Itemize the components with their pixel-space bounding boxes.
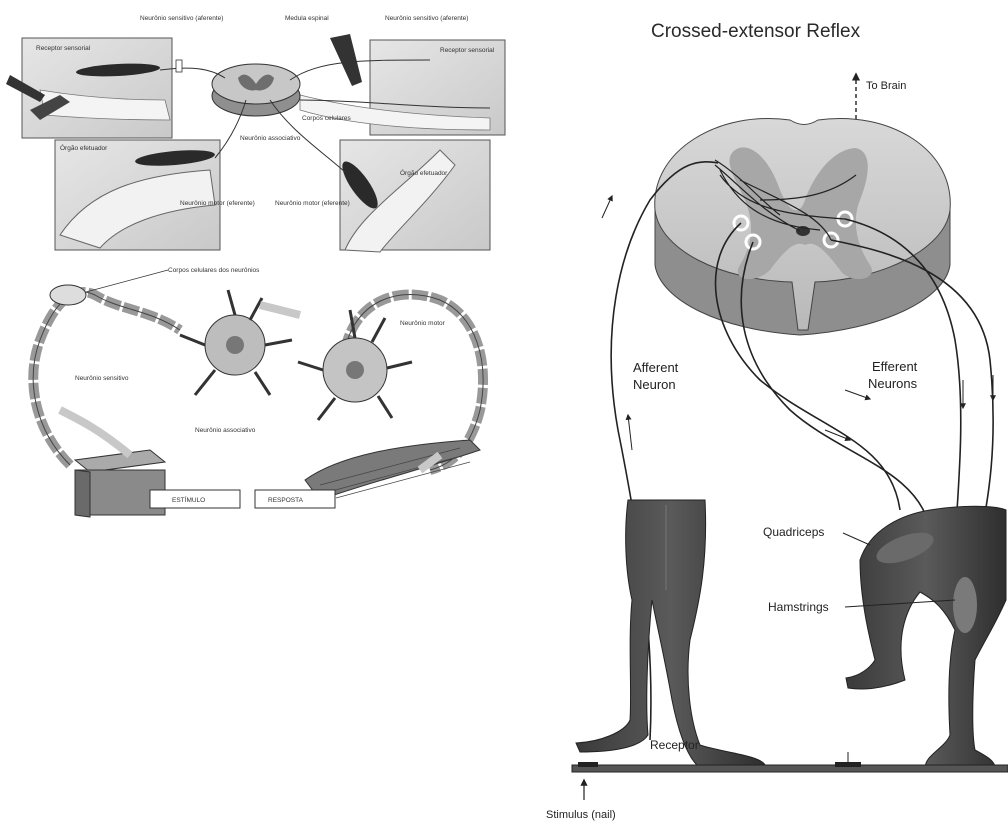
stimulus-box-label: ESTÍMULO	[172, 495, 205, 504]
afferent-label-2: Neuron	[633, 377, 676, 392]
label-spinal-cord: Medula espinal	[285, 15, 329, 22]
label-sensory-receptor-1: Receptor sensorial	[36, 45, 91, 52]
label-effector-organ-1: Órgão efetuador	[60, 143, 108, 152]
efferent-label-2: Neurons	[868, 376, 918, 391]
crossed-extensor-diagram: Crossed-extensor Reflex To Brain	[546, 21, 1008, 821]
label-associative-neuron-2: Neurônio associativo	[195, 427, 256, 434]
response-box-label: RESPOSTA	[268, 497, 304, 504]
ganglion-marker	[176, 60, 182, 72]
stimulus-nail-mark	[578, 762, 598, 767]
hamstrings-label: Hamstrings	[768, 600, 829, 614]
right-leg	[846, 506, 1006, 768]
sensory-cell-body	[50, 285, 86, 305]
left-leg	[576, 500, 765, 768]
stimulus-label: Stimulus (nail)	[546, 809, 616, 821]
quadriceps-leader	[843, 533, 870, 545]
afferent-label: Afferent	[633, 360, 679, 375]
label-associative-neuron: Neurônio associativo	[240, 135, 301, 142]
label-effector-organ-2: Órgão efetuador	[400, 168, 448, 177]
impulse-arrow-top	[260, 305, 300, 315]
efferent-label: Efferent	[872, 359, 918, 374]
label-motor-neuron: Neurônio motor	[400, 320, 446, 327]
stimulus-arrow	[60, 410, 130, 455]
efferent-arrow-1	[845, 390, 870, 399]
label-sensory-neuron-1: Neurônio sensitivo (aferente)	[140, 15, 223, 22]
diagram-title: Crossed-extensor Reflex	[651, 21, 861, 42]
afferent-arrow-1	[602, 196, 612, 218]
hamstrings-muscle	[953, 577, 977, 633]
label-motor-neuron-2: Neurônio motor (eferente)	[275, 200, 350, 207]
right-foot-mark	[835, 762, 861, 767]
afferent-arrow-2	[628, 415, 632, 450]
receptor-panel-left	[22, 38, 172, 138]
cell-bodies-leader	[86, 270, 168, 292]
reflex-arc-illustration: Neurônio sensitivo (aferente) Medula esp…	[6, 15, 505, 252]
to-brain-label: To Brain	[866, 80, 906, 92]
quadriceps-label: Quadriceps	[763, 525, 824, 539]
label-sensory-neuron: Neurônio sensitivo	[75, 375, 129, 382]
receptor-label: Receptor	[650, 738, 699, 752]
spinal-cord-section	[655, 118, 951, 335]
label-motor-neuron-1: Neurônio motor (eferente)	[180, 200, 255, 207]
label-sensory-receptor-2: Receptor sensorial	[440, 47, 495, 54]
label-sensory-neuron-2: Neurônio sensitivo (aferente)	[385, 15, 468, 22]
ground-strip	[572, 765, 1008, 772]
needle-right	[330, 34, 362, 86]
neuron-circuit-illustration: ESTÍMULO RESPOSTA Corpos celulares dos n…	[33, 267, 483, 517]
label-cell-bodies: Corpos celulares	[302, 115, 352, 122]
label-cell-bodies-neurons: Corpos celulares dos neurônios	[168, 267, 260, 274]
